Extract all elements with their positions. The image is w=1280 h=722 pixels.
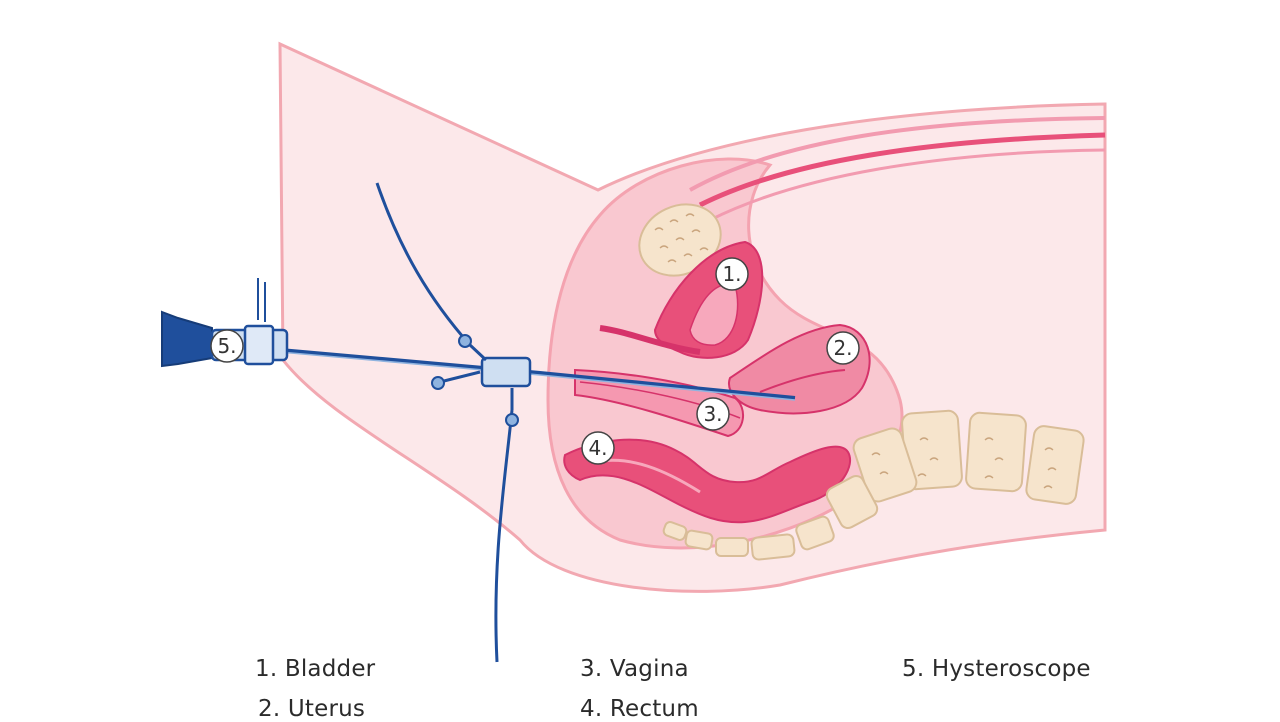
sheath-valve — [480, 356, 532, 388]
spine-texture — [871, 437, 1057, 489]
valve-knob-top — [458, 334, 472, 348]
uterine-cavity — [759, 369, 846, 393]
scope-shaft — [279, 348, 796, 400]
marker-uterus-label: 2. — [833, 336, 852, 360]
marker-bladder-label: 1. — [722, 262, 741, 286]
abdominal-wall — [689, 116, 1106, 192]
bladder-lining — [689, 283, 739, 346]
marker-vagina: 3. — [696, 397, 730, 431]
urethra — [599, 325, 701, 355]
hysteroscope — [161, 182, 796, 663]
valve-arm — [439, 343, 514, 410]
marker-bladder: 1. — [715, 257, 749, 291]
scope-shaft-highlight — [279, 351, 796, 401]
rectum — [563, 438, 851, 524]
abdominal-wall-inner — [698, 132, 1106, 208]
abdominal-wall-edge — [709, 148, 1106, 222]
valve-knob-left — [431, 376, 445, 390]
marker-hysteroscope: 5. — [210, 329, 244, 363]
legend-bladder: 1. Bladder — [255, 656, 376, 682]
spine — [662, 409, 1085, 561]
fluid-tube-upper — [375, 182, 472, 346]
legend-uterus: 2. Uterus — [258, 696, 366, 722]
light-cable — [257, 278, 266, 322]
marker-hysteroscope-label: 5. — [217, 334, 236, 358]
legend-rectum: 4. Rectum — [580, 696, 699, 722]
marker-rectum: 4. — [581, 431, 615, 465]
legend-hysteroscope: 5. Hysteroscope — [902, 656, 1091, 682]
scope-coupler — [243, 324, 275, 366]
marker-vagina-label: 3. — [703, 402, 722, 426]
marker-rectum-label: 4. — [588, 436, 607, 460]
eyepiece — [161, 310, 213, 368]
valve-knob-bottom — [505, 413, 519, 427]
marker-uterus: 2. — [826, 331, 860, 365]
legend-vagina: 3. Vagina — [580, 656, 689, 682]
fluid-tube-lower — [494, 409, 514, 663]
pubic-bone-texture — [654, 213, 709, 263]
